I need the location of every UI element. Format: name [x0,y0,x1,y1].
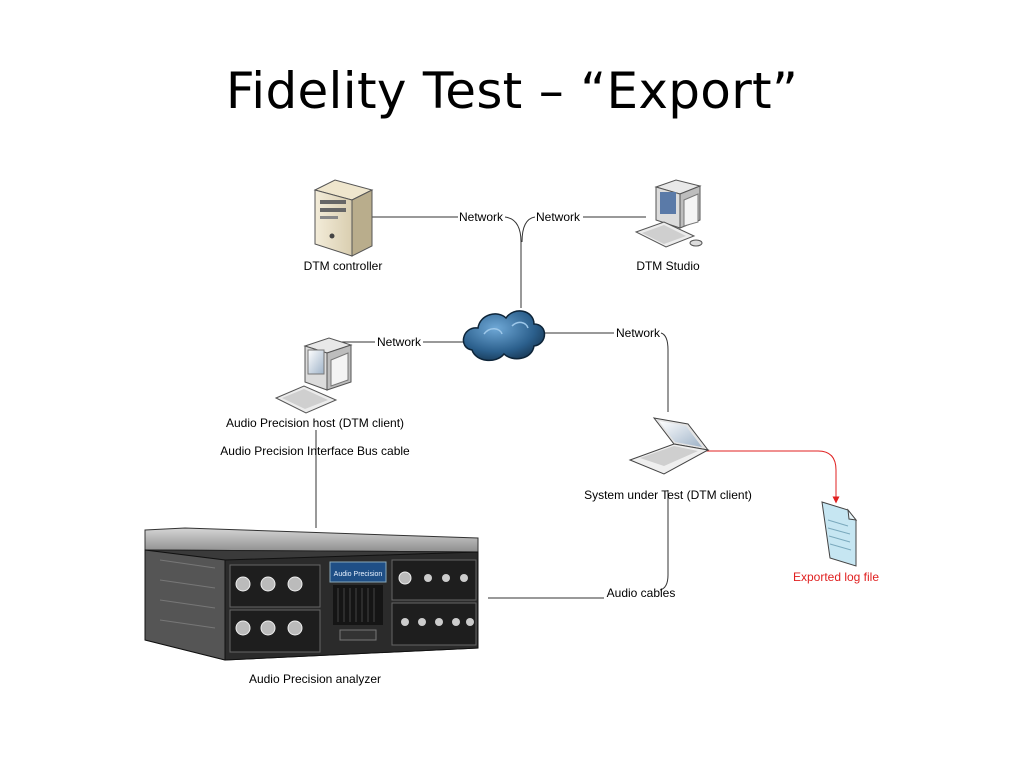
exported-log-label: Exported log file [793,570,879,584]
ap-analyzer-label: Audio Precision analyzer [249,672,381,686]
labels: DTM controller DTM Studio Network Networ… [220,210,879,686]
server-icon [313,179,374,257]
analyzer-brand-label: Audio Precision [334,571,383,578]
audio-cable-vertical [659,490,669,591]
workstation-icon [634,179,703,248]
link-sut-drop [660,332,669,412]
ap-bus-cable-label: Audio Precision Interface Bus cable [220,444,410,458]
document-icon [821,501,858,567]
laptop-icon [628,417,710,475]
network-links [315,216,840,599]
ap-host-label: Audio Precision host (DTM client) [226,416,404,430]
audio-cables-label: Audio cables [607,586,676,600]
network-label-controller: Network [459,210,504,224]
dtm-studio-label: DTM Studio [636,259,700,273]
audio-analyzer-device: Audio Precision [144,527,479,661]
link-controller-branch [504,216,522,308]
link-studio-branch [521,216,536,243]
cloud-icon [462,310,546,362]
sut-label: System under Test (DTM client) [584,488,752,502]
network-label-ap-host: Network [377,335,422,349]
export-arrow [705,450,840,504]
workstation-icon [274,337,353,414]
slide-title: Fidelity Test – “Export” [225,62,799,120]
network-label-studio: Network [536,210,581,224]
dtm-controller-label: DTM controller [304,259,383,273]
network-label-sut: Network [616,326,661,340]
